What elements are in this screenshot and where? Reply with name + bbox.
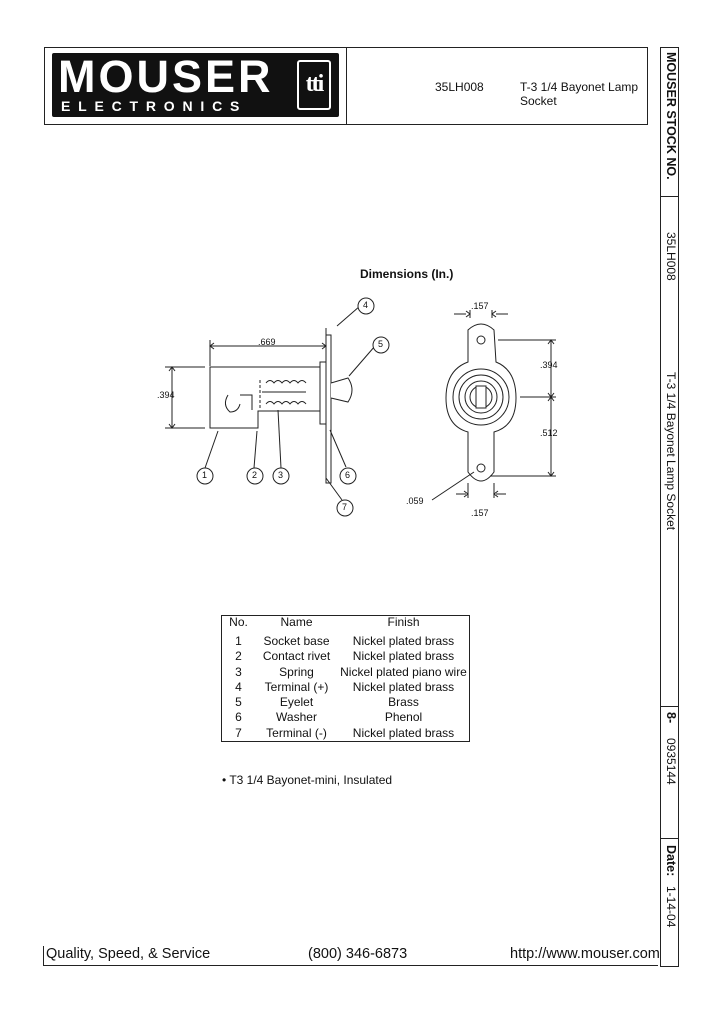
socket-technical-drawing [165, 297, 556, 517]
row-no: 7 [235, 726, 242, 740]
row-name: Contact rivet [262, 649, 331, 663]
row-finish: Phenol [384, 710, 423, 724]
logo-area: MOUSER ELECTRONICS tti [45, 48, 347, 124]
side-catalog-number: 0935144 [664, 738, 678, 785]
header-no: No. [229, 615, 248, 629]
dim-top-width-label: .157 [471, 301, 489, 311]
table-row: 5 Eyelet Brass [222, 695, 469, 710]
table-row: 1 Socket base Nickel plated brass [222, 634, 469, 649]
tti-badge-icon: tti [297, 60, 331, 110]
row-no: 1 [235, 634, 242, 648]
footer-phone: (800) 346-6873 [308, 946, 408, 962]
row-name: Eyelet [279, 695, 314, 709]
footer-tagline: Quality, Speed, & Service [46, 946, 211, 962]
dim-upper-height-label: .394 [540, 360, 558, 370]
front-view [431, 310, 556, 501]
callout-2: 2 [252, 470, 258, 480]
callout-6: 6 [345, 470, 351, 480]
footer-url-link[interactable]: http://www.mouser.com [510, 946, 660, 962]
callout-3: 3 [278, 470, 284, 480]
side-view [165, 305, 376, 501]
side-divider [661, 838, 678, 839]
row-no: 4 [235, 680, 242, 694]
callout-4: 4 [363, 300, 369, 310]
row-no: 3 [235, 665, 242, 679]
side-date-label: Date: [664, 845, 678, 877]
header-box: MOUSER ELECTRONICS tti 35LH008 T-3 1/4 B… [44, 47, 648, 125]
row-finish: Nickel plated brass [352, 726, 455, 740]
side-strip [660, 47, 679, 967]
table-header-row: No. Name Finish [222, 615, 469, 630]
dim-lower-height-label: .512 [540, 428, 558, 438]
row-no: 2 [235, 649, 242, 663]
side-divider [661, 706, 678, 707]
row-finish: Nickel plated brass [352, 649, 455, 663]
row-finish: Nickel plated brass [352, 634, 455, 648]
row-name: Spring [279, 665, 314, 679]
header-product-title: T-3 1/4 Bayonet Lamp Socket [520, 80, 639, 108]
side-divider [661, 196, 678, 197]
footer-base-rule [43, 965, 658, 966]
side-date-value: 1-14-04 [664, 886, 678, 928]
parts-table: No. Name Finish 1 Socket base Nickel pla… [221, 615, 470, 742]
table-row: 6 Washer Phenol [222, 710, 469, 725]
row-name: Terminal (-) [266, 726, 327, 740]
side-catalog-prefix: 8- [664, 712, 678, 724]
mouser-logo: MOUSER ELECTRONICS tti [52, 53, 339, 117]
callout-7: 7 [342, 502, 348, 512]
side-product-title: T-3 1/4 Bayonet Lamp Socket [664, 372, 678, 531]
callout-1: 1 [202, 470, 208, 480]
callout-5: 5 [378, 339, 384, 349]
header-finish: Finish [387, 615, 420, 629]
header-stock-number: 35LH008 [435, 80, 484, 94]
dim-length-label: .669 [258, 337, 276, 347]
logo-subtitle: ELECTRONICS [61, 98, 248, 114]
footer-left-rule [43, 946, 44, 965]
dim-bottom-width-label: .157 [471, 508, 489, 518]
row-no: 6 [235, 710, 242, 724]
row-finish: Nickel plated brass [352, 680, 455, 694]
dim-height-label: .394 [157, 390, 175, 400]
side-stock-label: MOUSER STOCK NO. [664, 52, 678, 180]
callouts [196, 297, 390, 517]
row-name: Socket base [263, 634, 330, 648]
side-stock-value: 35LH008 [664, 232, 678, 281]
product-note: • T3 1/4 Bayonet-mini, Insulated [222, 773, 393, 787]
row-finish: Brass [388, 695, 419, 709]
dimensions-title: Dimensions (In.) [360, 267, 454, 281]
table-row: 3 Spring Nickel plated piano wire [222, 665, 469, 680]
header-name: Name [280, 615, 313, 629]
table-row: 4 Terminal (+) Nickel plated brass [222, 680, 469, 695]
logo-wordmark: MOUSER [58, 51, 274, 102]
dim-hole-label: .059 [406, 496, 424, 506]
row-no: 5 [235, 695, 242, 709]
row-name: Washer [276, 710, 317, 724]
table-row: 7 Terminal (-) Nickel plated brass [222, 726, 469, 741]
row-name: Terminal (+) [264, 680, 329, 694]
row-finish: Nickel plated piano wire [340, 665, 467, 679]
table-row: 2 Contact rivet Nickel plated brass [222, 649, 469, 664]
